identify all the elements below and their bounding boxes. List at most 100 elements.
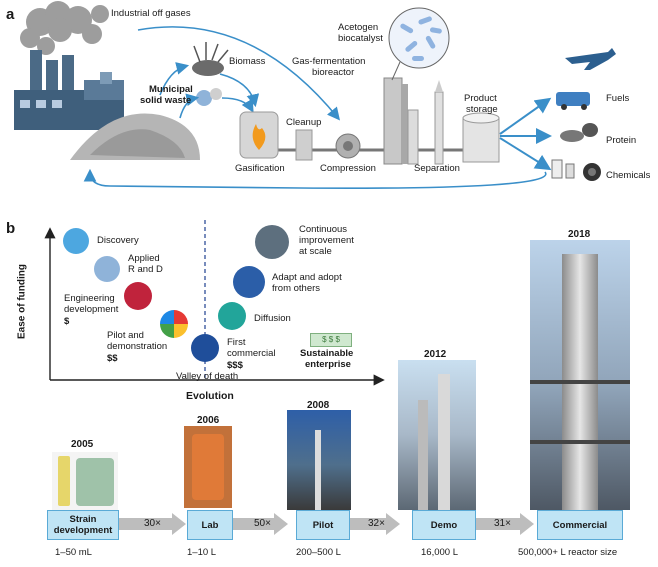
separation-label: Separation <box>414 163 460 174</box>
multiplier-30x: 30× <box>144 518 161 529</box>
first-commercial-label-2: commercial <box>227 348 276 359</box>
product-storage-tank-icon <box>462 112 500 163</box>
multiplier-32x: 32× <box>368 518 385 529</box>
panel-a-drawing <box>14 1 616 189</box>
municipal-label-2: solid waste <box>140 95 192 106</box>
stage-lab: Lab <box>187 510 233 540</box>
adapt-label-2: from others <box>272 283 321 294</box>
stage-commercial-text: Commercial <box>552 519 608 531</box>
strain-vials-photo <box>52 452 118 510</box>
fuels-arrow <box>499 97 552 135</box>
microscope-icon <box>94 256 120 282</box>
continuous-label-2: improvement <box>299 235 354 246</box>
off-gas-arrow <box>137 26 341 121</box>
valley-of-death-label: Valley of death <box>176 371 239 382</box>
lab-reactor-photo <box>184 426 232 508</box>
stage-demo-text: Demo <box>430 519 458 531</box>
bioreactor-label-2: bioreactor <box>312 67 355 78</box>
volume-commercial: 500,000+ L reactor size <box>518 547 618 558</box>
acetogen-microscope-icon <box>388 7 450 81</box>
continuous-label-1: Continuous <box>299 224 348 235</box>
chemicals-arrow <box>499 137 552 171</box>
compression-label: Compression <box>320 163 376 174</box>
bioreactor-label-1: Gas-fermentation <box>292 56 366 67</box>
municipal-label-1: Municipal <box>149 84 193 95</box>
panel-a-label: a <box>6 6 15 23</box>
factory-icon <box>14 50 124 130</box>
compressor-icon <box>335 133 361 159</box>
gasifier-arrow-2 <box>221 97 254 113</box>
year-2012: 2012 <box>424 349 447 360</box>
smoke-cloud <box>20 1 109 55</box>
waste-bag-icon <box>196 88 222 106</box>
pilot-label-1: Pilot and <box>107 330 144 341</box>
y-axis-label: Ease of funding <box>16 264 28 339</box>
msw-arrow <box>179 93 200 119</box>
stage-pilot-text: Pilot <box>312 519 334 531</box>
diffusion-label: Diffusion <box>254 313 291 324</box>
volume-lab: 1–10 L <box>187 547 217 558</box>
gasifier-icon <box>239 111 279 159</box>
biomass-icon <box>192 42 229 76</box>
scale-up-arrow-strip <box>118 513 534 535</box>
bioreactor-icon <box>383 77 419 165</box>
volume-pilot: 200–500 L <box>296 547 341 558</box>
first-commercial-cost-label: $$$ <box>227 360 243 371</box>
product-storage-label-1: Product <box>464 93 497 104</box>
engineering-cost-label: $ <box>64 316 70 327</box>
money-icon: $ $ $ <box>310 333 352 347</box>
acetogen-label-1: Acetogen <box>338 22 379 33</box>
stage-lab-text: Lab <box>201 519 219 531</box>
plant-photo-icon <box>255 225 289 259</box>
x-axis-label: Evolution <box>186 390 234 402</box>
cleanup-unit-icon <box>295 129 313 161</box>
year-2006: 2006 <box>197 415 220 426</box>
protein-icon <box>560 123 598 142</box>
volume-demo: 16,000 L <box>421 547 458 558</box>
gears-icon <box>124 282 152 310</box>
globe-icon <box>218 302 246 330</box>
demo-plant-photo <box>398 360 476 510</box>
year-2018: 2018 <box>568 229 591 240</box>
chemicals-icon <box>551 159 601 181</box>
factory-building-icon <box>191 334 219 362</box>
puzzle-icon <box>160 310 188 338</box>
airplane-icon <box>565 48 616 70</box>
product-storage-label-2: storage <box>466 104 498 115</box>
engineering-label-1: Engineering <box>64 293 115 304</box>
stage-demo: Demo <box>412 510 476 540</box>
recycle-arrow <box>83 168 547 189</box>
multiplier-31x: 31× <box>494 518 511 529</box>
stage-pilot: Pilot <box>296 510 350 540</box>
continuous-label-3: at scale <box>299 246 332 257</box>
biomass-label: Biomass <box>229 56 266 67</box>
cleanup-label: Cleanup <box>286 117 322 128</box>
commercial-plant-photo <box>530 240 630 510</box>
gasifier-arrow <box>219 73 260 108</box>
panel-b-label: b <box>6 220 16 237</box>
industrial-off-gases-label: Industrial off gases <box>111 8 191 19</box>
biomass-arrow <box>159 62 190 96</box>
year-2008: 2008 <box>307 400 330 411</box>
waste-pile-icon <box>70 113 200 160</box>
lightbulb-icon <box>63 228 89 254</box>
pilot-label-2: demonstration <box>107 341 168 352</box>
fuels-label: Fuels <box>606 93 630 104</box>
year-2005: 2005 <box>71 439 94 450</box>
applied-label-1: Applied <box>128 253 160 264</box>
multiplier-50x: 50× <box>254 518 271 529</box>
discovery-label: Discovery <box>97 235 139 246</box>
stage-commercial: Commercial <box>537 510 623 540</box>
volume-strain: 1–50 mL <box>55 547 92 558</box>
pilot-cost-label: $$ <box>107 353 118 364</box>
van-icon <box>556 92 590 110</box>
applied-label-2: R and D <box>128 264 163 275</box>
separation-column-icon <box>434 80 444 165</box>
engineering-label-2: development <box>64 304 119 315</box>
sustainable-label-2: enterprise <box>305 359 351 370</box>
chemicals-label: Chemicals <box>606 170 651 181</box>
first-commercial-label-1: First <box>227 337 246 348</box>
pilot-plant-photo <box>287 410 351 510</box>
